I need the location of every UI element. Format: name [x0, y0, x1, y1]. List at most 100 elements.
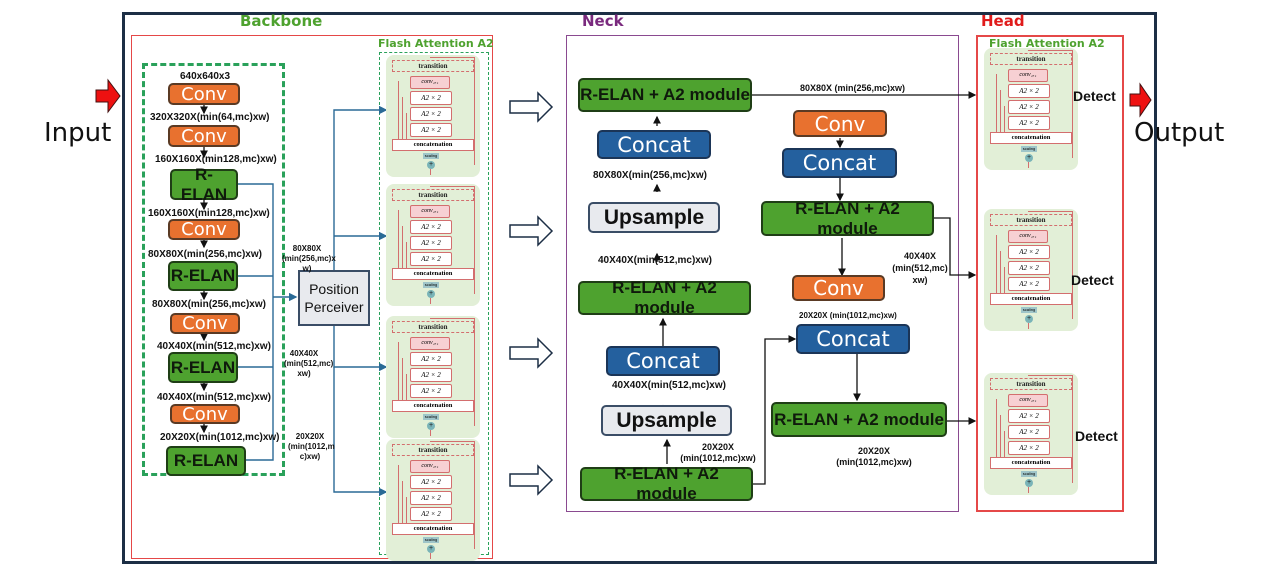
- neck-relan-a2-bottom[interactable]: R-ELAN + A2 module: [580, 464, 753, 503]
- out-line: [1028, 487, 1029, 493]
- neck-conv-bottom[interactable]: Conv: [792, 275, 885, 301]
- neck-relan-a2-mid[interactable]: R-ELAN + A2 module: [578, 278, 751, 317]
- backbone-flash-title: Flash Attention A2: [378, 37, 494, 50]
- hollow-arrow: [509, 91, 554, 123]
- concatenation-box: concatenation: [990, 457, 1072, 469]
- transition-box: transition: [990, 53, 1072, 65]
- residual-line: [1028, 375, 1073, 376]
- skip-line: [996, 74, 997, 132]
- concatenation-box: concatenation: [990, 293, 1072, 305]
- residual-line: [1072, 211, 1073, 319]
- residual-line: [474, 441, 475, 549]
- residual-line: [474, 57, 475, 165]
- backbone-title: Backbone: [240, 12, 323, 30]
- skip-line: [406, 497, 407, 523]
- a2-box: A2 × 2: [410, 384, 452, 398]
- position-perceiver[interactable]: Position Perceiver: [298, 270, 370, 326]
- skip-line: [1000, 415, 1001, 457]
- conv1x1-box: conv₁ₓ₁: [1008, 394, 1048, 407]
- a2-box: A2 × 2: [1008, 116, 1050, 130]
- backbone-relan-4[interactable]: R-ELAN: [166, 446, 246, 476]
- a2-box: A2 × 2: [1008, 261, 1050, 275]
- residual-line: [1072, 50, 1073, 158]
- a2-box: A2 × 2: [1008, 100, 1050, 114]
- neck-relan-a2-right-bottom[interactable]: R-ELAN + A2 module: [771, 402, 947, 437]
- neck-concat-right-top[interactable]: Concat: [782, 148, 897, 178]
- pp-line2: Perceiver: [304, 299, 364, 315]
- scaling-box: scaling: [1021, 146, 1037, 152]
- neck-concat-mid[interactable]: Concat: [606, 346, 720, 376]
- backbone-conv-1[interactable]: Conv: [168, 83, 240, 105]
- backbone-conv-4[interactable]: Conv: [170, 313, 240, 334]
- backbone-conv-3[interactable]: Conv: [168, 219, 240, 240]
- add-icon: +: [427, 161, 435, 169]
- conv1x1-box: conv₁ₓ₁: [410, 76, 450, 89]
- detect-label-3: Detect: [1075, 428, 1118, 444]
- dim-label: 20X20X(min(1012,mc)xw): [160, 432, 280, 443]
- transition-box: transition: [990, 378, 1072, 390]
- neck-concat-top[interactable]: Concat: [597, 130, 711, 159]
- a2-box: A2 × 2: [410, 352, 452, 366]
- a2-box: A2 × 2: [1008, 425, 1050, 439]
- neck-label-40b: 40X40X(min(512,mc)xw): [612, 380, 726, 391]
- add-icon: +: [1025, 154, 1033, 162]
- neck-concat-right-bottom[interactable]: Concat: [796, 324, 910, 354]
- out-line: [430, 430, 431, 436]
- add-icon: +: [427, 422, 435, 430]
- add-icon: +: [1025, 479, 1033, 487]
- skip-line: [1004, 431, 1005, 457]
- neck-upsample-top[interactable]: Upsample: [588, 202, 720, 233]
- transition-box: transition: [392, 321, 474, 333]
- backbone-conv-5[interactable]: Conv: [170, 404, 240, 425]
- skip-line: [402, 226, 403, 268]
- dim-label: 160X160X(min128,mc)xw): [148, 208, 270, 219]
- skip-line: [406, 113, 407, 139]
- residual-line: [474, 186, 475, 294]
- skip-line: [398, 81, 399, 139]
- a2-box: A2 × 2: [1008, 84, 1050, 98]
- add-icon: +: [427, 545, 435, 553]
- neck-upsample-bottom[interactable]: Upsample: [601, 405, 732, 436]
- concatenation-box: concatenation: [392, 523, 474, 535]
- outer-frame: [122, 12, 1157, 564]
- concatenation-box: concatenation: [392, 139, 474, 151]
- pp-line1: Position: [309, 281, 359, 297]
- neck-conv-top[interactable]: Conv: [793, 110, 887, 137]
- skip-line: [398, 465, 399, 523]
- branch-label-80: 80X80X (min(256,mc)x w): [282, 244, 336, 273]
- a2-box: A2 × 2: [410, 475, 452, 489]
- skip-line: [1000, 90, 1001, 132]
- transition-box: transition: [392, 60, 474, 72]
- residual-line: [430, 441, 475, 442]
- neck-relan-a2-right-mid[interactable]: R-ELAN + A2 module: [761, 199, 934, 238]
- skip-line: [1004, 106, 1005, 132]
- input-arrow: [95, 78, 121, 114]
- out-line: [430, 169, 431, 175]
- neck-label-20-left: 20X20X (min(1012,mc)xw): [680, 442, 756, 463]
- concatenation-box: concatenation: [392, 268, 474, 280]
- skip-line: [406, 374, 407, 400]
- a2-box: A2 × 2: [1008, 409, 1050, 423]
- scaling-box: scaling: [1021, 471, 1037, 477]
- concatenation-box: concatenation: [990, 132, 1072, 144]
- a2-box: A2 × 2: [410, 236, 452, 250]
- out-line: [1028, 323, 1029, 329]
- skip-line: [402, 358, 403, 400]
- dim-label: 80X80X(min(256,mc)xw): [148, 249, 262, 260]
- backbone-relan-3[interactable]: R-ELAN: [168, 352, 238, 383]
- residual-line: [1028, 50, 1073, 51]
- a2-box: A2 × 2: [410, 491, 452, 505]
- backbone-relan-1[interactable]: R-ELAN: [170, 165, 238, 204]
- a2-box: A2 × 2: [410, 507, 452, 521]
- conv1x1-box: conv₁ₓ₁: [410, 205, 450, 218]
- conv1x1-box: conv₁ₓ₁: [1008, 230, 1048, 243]
- neck-label-20b: 20X20X (min(1012,mc)xw): [836, 446, 912, 467]
- dim-label: 80X80X(min(256,mc)xw): [152, 299, 266, 310]
- neck-relan-a2-top[interactable]: R-ELAN + A2 module: [578, 78, 752, 112]
- backbone-relan-2[interactable]: R-ELAN: [168, 261, 238, 291]
- backbone-conv-2[interactable]: Conv: [168, 125, 240, 147]
